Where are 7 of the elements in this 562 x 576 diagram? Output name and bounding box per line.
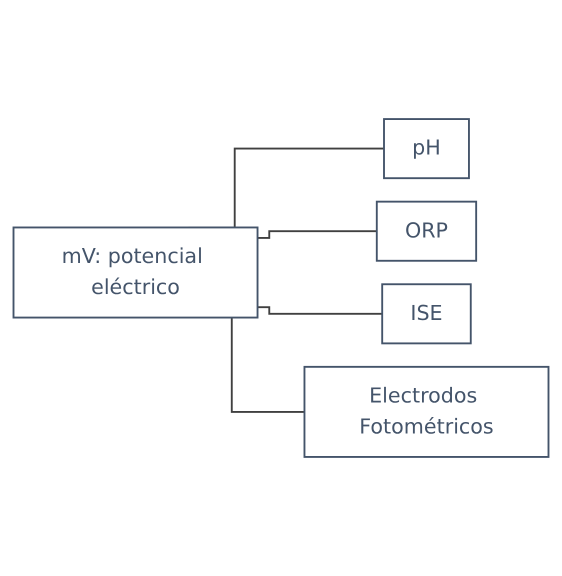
node-box: pH (383, 118, 470, 180)
node-box: Electrodos Fotométricos (304, 366, 550, 458)
node-box: ISE (381, 283, 472, 344)
node-box: mV: potencial eléctrico (12, 226, 258, 318)
connector (258, 306, 382, 315)
node-box: ORP (376, 200, 478, 262)
connector (258, 230, 377, 239)
